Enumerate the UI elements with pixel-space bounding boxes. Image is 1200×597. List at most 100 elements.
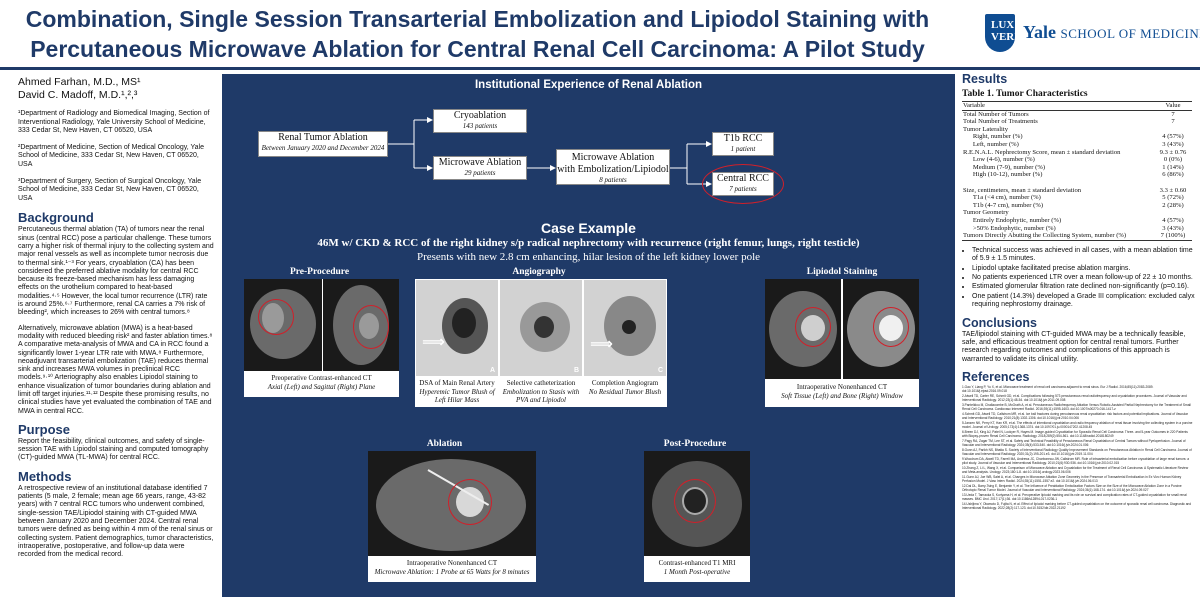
post-mri-image xyxy=(644,451,750,556)
table-cell-value: 7 xyxy=(1171,110,1175,118)
results-bullet-list: Technical success was achieved in all ca… xyxy=(972,247,1198,310)
table-row: T1b (4-7 cm), number (%)2 (28%) xyxy=(962,202,1192,210)
references-list: 1.Gao Y, Liang P, Yu X, et al. Microwave… xyxy=(958,385,1198,510)
table-cell-variable: Low (4-6), number (%) xyxy=(963,156,1035,164)
table-row: Low (4-6), number (%) 0 (0%) xyxy=(962,156,1192,164)
table-cell-value: 3 (43%) xyxy=(1162,224,1184,232)
pre-procedure-panel: Preoperative Contrast-enhanced CT Axial … xyxy=(244,279,399,397)
table-cell-variable: Tumor Geometry xyxy=(963,209,1009,217)
reference-item: 6.Breen DJ, King AJ, Patel N, Lockyer R,… xyxy=(962,430,1188,439)
sagittal-ct-image xyxy=(323,279,399,371)
arrow-icon: ⟹ xyxy=(590,334,613,353)
yale-logo: LUX ET VERITAS Yale SCHOOL OF MEDICINE xyxy=(985,14,1200,54)
purpose-heading: Purpose xyxy=(18,421,71,437)
table-cell-value xyxy=(1154,209,1192,217)
title-line-2: Percutaneous Microwave Ablation for Cent… xyxy=(30,36,925,62)
angiography-label: Angiography xyxy=(512,267,566,277)
references-heading: References xyxy=(962,370,1030,385)
author-list: Ahmed Farhan, M.D., MS¹ David C. Madoff,… xyxy=(18,76,214,102)
table-row xyxy=(962,179,1192,187)
lipiodol-soft-tissue-image xyxy=(765,279,841,379)
table-row: R.E.N.A.L. Nephrectomy Score, mean ± sta… xyxy=(962,149,1192,157)
right-column: Results Table 1. Tumor Characteristics V… xyxy=(958,70,1198,597)
yale-logo-text: Yale SCHOOL OF MEDICINE xyxy=(1023,22,1200,42)
affiliation: ³Department of Surgery, Section of Surgi… xyxy=(18,177,202,202)
table-row: Size, centimeters, mean ± standard devia… xyxy=(962,187,1192,195)
table-cell-variable: Tumors Directly Abutting the Collecting … xyxy=(962,232,1154,241)
table-cell-value: 1 (14%) xyxy=(1162,163,1184,171)
lipiodol-bone-window-image xyxy=(843,279,919,379)
reference-item: 8.Gunn AJ, Parikh NS, Bhatia S. Society … xyxy=(962,448,1192,457)
ablation-flowchart: Renal Tumor Ablation Between January 202… xyxy=(222,98,955,213)
table-cell-value: 3.3 ± 0.60 xyxy=(1159,186,1187,194)
table-row: Tumor Geometry xyxy=(962,209,1192,217)
post-procedure-label: Post-Procedure xyxy=(663,439,727,449)
cryoablation-box: Cryoablation 143 patients xyxy=(433,109,527,133)
case-example-subtitle: 46M w/ CKD & RCC of the right kidney s/p… xyxy=(317,237,860,249)
reference-item: 10.Zhang Z, Li L, Wang X, et al. Compari… xyxy=(962,466,1189,475)
angiogram-b-image: B xyxy=(500,280,582,376)
table-cell-variable xyxy=(962,179,1154,187)
case-example-heading: Case Example xyxy=(541,220,636,236)
ablation-label: Ablation xyxy=(426,439,463,449)
pre-procedure-caption: Preoperative Contrast-enhanced CT Axial … xyxy=(267,374,376,391)
mwa-embolization-box: Microwave Ablation with Embolization/Lip… xyxy=(556,149,670,185)
affiliation: ²Department of Medicine, Section of Medi… xyxy=(18,143,204,168)
table-cell-value: 3 (43%) xyxy=(1162,140,1184,148)
reference-item: 1.Gao Y, Liang P, Yu X, et al. Microwave… xyxy=(962,385,1154,394)
table-cell-value: 4 (57%) xyxy=(1162,216,1184,224)
column-header-variable: Variable xyxy=(962,101,1154,111)
t1b-rcc-box: T1b RCC 1 patient xyxy=(712,132,774,156)
pre-procedure-label: Pre-Procedure xyxy=(289,267,350,277)
arrow-icon: ⟹ xyxy=(422,332,445,351)
poster-header: Combination, Single Session Transarteria… xyxy=(0,0,1200,70)
table-cell-value: 9.3 ± 0.76 xyxy=(1159,148,1187,156)
table-cell-variable: Size, centimeters, mean ± standard devia… xyxy=(963,186,1082,194)
ablation-caption: Intraoperative Nonenhanced CT Microwave … xyxy=(374,559,530,576)
reference-item: 12.Dai DL, Barry-Tsing E, Benjamin Y, et… xyxy=(962,484,1182,493)
reference-item: 11.Gunn AJ, Joe WB, Salei A, et al. Chan… xyxy=(962,475,1182,484)
table-cell-variable: R.E.N.A.L. Nephrectomy Score, mean ± sta… xyxy=(963,148,1121,156)
table-cell-variable: High (10-12), number (%) xyxy=(963,171,1043,179)
background-paragraph-2: Alternatively, microwave ablation (MWA) … xyxy=(18,324,213,415)
reference-item: 13.Ueda T, Tamaoka S, Kuriyama H, et al.… xyxy=(962,493,1187,502)
background-heading: Background xyxy=(18,210,94,226)
table-cell-value: 6 (86%) xyxy=(1162,171,1184,179)
table-cell-value: 7 xyxy=(1171,118,1175,126)
angiogram-a-image: ⟹ A xyxy=(416,280,498,376)
table-row: Right, number (%)4 (57%) xyxy=(962,133,1192,141)
table-title: Table 1. Tumor Characteristics xyxy=(962,89,1088,99)
list-item: Estimated glomerular filtration rate dec… xyxy=(972,283,1198,291)
post-procedure-panel: Contrast-enhanced T1 MRI 1 Month Post-op… xyxy=(644,451,750,582)
author-1: Ahmed Farhan, M.D., MS¹ xyxy=(18,76,141,88)
purpose-paragraph: Report the feasibility, clinical outcome… xyxy=(18,437,209,462)
lipiodol-staining-label: Lipiodol Staining xyxy=(806,267,878,277)
results-heading: Results xyxy=(962,72,1008,86)
table-cell-value: 7 (100%) xyxy=(1154,232,1192,241)
methods-paragraph: A retrospective review of an institution… xyxy=(18,484,214,559)
microwave-ablation-box: Microwave Ablation 29 patients xyxy=(433,156,527,180)
renal-tumor-ablation-box: Renal Tumor Ablation Between January 202… xyxy=(258,131,388,157)
author-2: David C. Madoff, M.D.¹,²,³ xyxy=(18,89,138,101)
table-cell-variable: Left, number (%) xyxy=(963,140,1019,148)
table-cell-value: 0 (0%) xyxy=(1163,156,1183,164)
reference-item: 2.Atwell TD, Carter RE, Schmit GD, et al… xyxy=(962,394,1187,403)
ablation-panel: Intraoperative Nonenhanced CT Microwave … xyxy=(368,451,536,582)
reference-item: 3.Pantelidou M, Challacombe B, McGrath A… xyxy=(962,403,1191,412)
list-item: Lipiodol uptake facilitated precise abla… xyxy=(972,265,1198,273)
conclusions-paragraph: TAE/lipiodol staining with CT-guided MWA… xyxy=(962,330,1186,363)
angiography-panel: ⟹ A B ⟹ C DSA of Main Renal Artery Hyper… xyxy=(415,279,667,407)
table-cell-value xyxy=(1154,126,1192,134)
affiliation: ¹Department of Radiology and Biomedical … xyxy=(18,110,210,135)
title-line-1: Combination, Single Session Transarteria… xyxy=(25,6,930,32)
reference-item: 14.Ushijima Y, Okamoto D, Fujita N, et a… xyxy=(962,502,1192,511)
post-procedure-caption: Contrast-enhanced T1 MRI 1 Month Post-op… xyxy=(658,559,736,576)
angiogram-a-caption: DSA of Main Renal Artery Hyperemic Tumor… xyxy=(419,379,495,404)
table-row: Left, number (%) 3 (43%) xyxy=(962,141,1192,149)
axial-ct-image xyxy=(244,279,322,371)
reference-item: 4.Schmit GD, Atwell TD, Callstrom MR, et… xyxy=(962,412,1188,421)
reference-item: 5.Janzen NK, Perry KT, Han KR, et al. Th… xyxy=(962,421,1193,430)
table-cell-value: 5 (72%) xyxy=(1162,194,1184,202)
